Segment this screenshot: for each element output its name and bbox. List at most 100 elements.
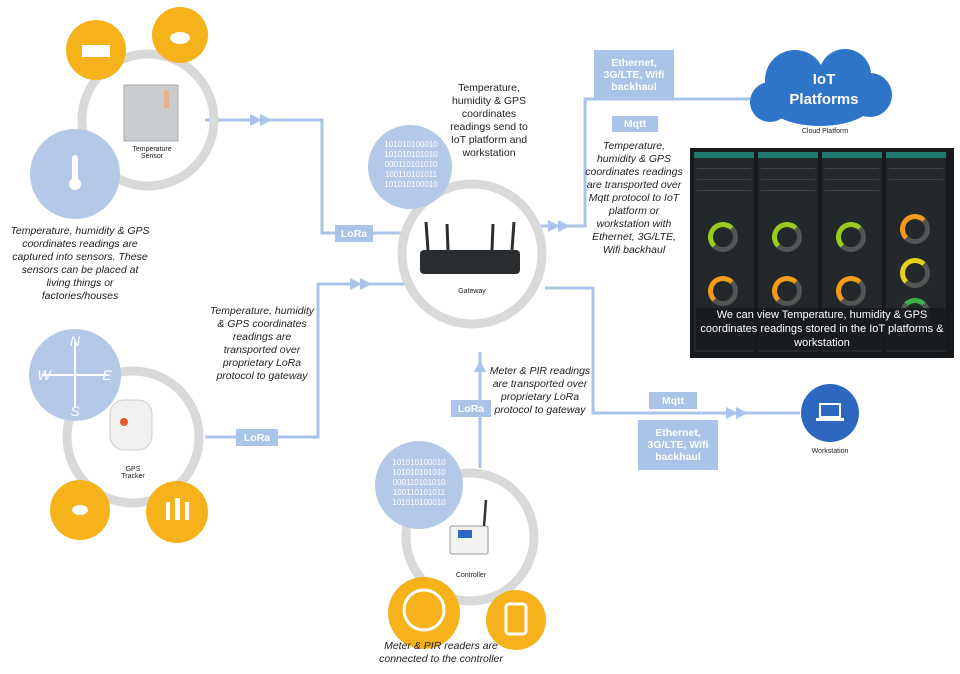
pir-sensor-icon xyxy=(486,590,546,650)
meter-icon xyxy=(388,577,460,649)
laptop-icon-base xyxy=(816,418,844,421)
binary-line: 000110101010 xyxy=(392,478,446,487)
arrow-workstation xyxy=(726,407,738,419)
ring-controller xyxy=(401,468,539,606)
animal-icon-shape xyxy=(170,32,190,44)
note-mqtt-transport: Temperature, humidity & GPS coordinates … xyxy=(585,140,683,256)
binary-line: 100110101011 xyxy=(384,170,438,179)
binary-line: 101010101010 xyxy=(384,150,438,159)
gps-tracker-label: GPS Tracker xyxy=(121,466,145,480)
binary-line: 100110101011 xyxy=(392,488,446,497)
backhaul-tag-bottom: Ethernet, 3G/LTE, Wifi backhaul xyxy=(638,420,718,470)
cat-icon-shape xyxy=(72,505,88,515)
binary-line: 101010100010 xyxy=(384,140,438,149)
temperature-gauge xyxy=(772,276,802,306)
iot-platforms-line1: IoT xyxy=(812,71,836,88)
pir-sensor-icon-shape xyxy=(504,602,528,636)
sensor-led-strip xyxy=(164,90,169,108)
router-antenna-4 xyxy=(510,221,516,251)
binary-line: 101010100010 xyxy=(392,458,446,467)
note-tracker-to-gateway: Temperature, humidity & GPS coordinates … xyxy=(209,305,315,382)
panel-row xyxy=(889,161,943,169)
ring-tracker xyxy=(62,366,204,508)
controller-antenna xyxy=(482,499,488,527)
people-icon-shape-1 xyxy=(166,502,170,520)
mqtt-tag-bottom: Mqtt xyxy=(649,392,697,409)
panel-row xyxy=(697,183,751,191)
temperature-gauge xyxy=(708,276,738,306)
temperature-gauge xyxy=(900,214,930,244)
controller-logo xyxy=(458,530,472,538)
humidity-gauge xyxy=(900,258,930,288)
panel-row xyxy=(889,172,943,180)
router-antenna-3 xyxy=(490,223,495,251)
arrowheads xyxy=(250,114,748,419)
binary-circle-gateway xyxy=(368,125,452,209)
people-icon-shape-3 xyxy=(185,502,189,520)
workstation-circle xyxy=(801,384,859,442)
ring-sensor xyxy=(77,49,219,191)
workstation-label: Workstation xyxy=(811,448,849,455)
cloud-part-4 xyxy=(848,73,892,117)
orange-icon-circles xyxy=(50,7,546,650)
arrow-cloud xyxy=(548,220,560,232)
iot-platforms-title: IoT Platforms xyxy=(776,70,872,110)
gps-tracker-device xyxy=(109,399,153,451)
compass-s: S xyxy=(70,403,80,419)
controller-device-icon xyxy=(449,499,489,555)
router-body xyxy=(420,250,520,274)
temperature-sensor-label: Temperature Sensor xyxy=(132,146,172,160)
cloud-platform-icon xyxy=(750,49,892,126)
lora-tag-controller: LoRa xyxy=(451,400,491,417)
meter-icon-dial xyxy=(402,588,446,632)
cloud-part-5 xyxy=(750,82,790,122)
thermometer-icon-bulb xyxy=(69,178,81,190)
note-gateway-to-cloud: Temperature, humidity & GPS coordinates … xyxy=(450,82,528,159)
arrow-tracker xyxy=(350,278,362,290)
link-gateway-workstation xyxy=(545,286,800,415)
panel-row xyxy=(825,161,879,169)
binary-line: 101010101010 xyxy=(392,468,446,477)
note-meter-pir: Meter & PIR readings are transported ove… xyxy=(489,365,591,416)
router-antenna-1 xyxy=(424,221,430,251)
arrow-workstation-2 xyxy=(736,407,748,419)
voltage-gauge xyxy=(772,222,802,252)
binary-text-gateway: 101010100010 101010101010 000110101010 1… xyxy=(378,140,444,190)
laptop-icon xyxy=(819,403,841,418)
device-rings xyxy=(62,49,547,606)
lora-tag-tracker: LoRa xyxy=(236,429,278,446)
mqtt-tag-top: Mqtt xyxy=(612,116,658,132)
controller-label: Controller xyxy=(455,572,487,579)
backhaul-tag-top: Ethernet, 3G/LTE, Wifi backhaul xyxy=(594,50,674,100)
arrow-controller xyxy=(474,360,486,372)
voltage-gauge xyxy=(708,222,738,252)
arrow-tracker-2 xyxy=(360,278,372,290)
compass-n: N xyxy=(70,333,81,349)
thermometer-icon-stem xyxy=(72,155,78,181)
panel-row xyxy=(761,172,815,180)
ring-gateway xyxy=(397,179,547,329)
compass-e: E xyxy=(102,367,112,383)
binary-line: 101010100010 xyxy=(392,498,446,507)
note-sensors: Temperature, humidity & GPS coordinates … xyxy=(10,225,150,302)
panel-row xyxy=(697,161,751,169)
people-icon-shape-2 xyxy=(175,498,180,520)
gateway-label: Gateway xyxy=(458,288,486,295)
compass-w: W xyxy=(37,367,52,383)
iot-platforms-line2: Platforms xyxy=(789,91,859,108)
note-controller: Meter & PIR readers are connected to the… xyxy=(379,640,503,665)
binary-line: 000110101010 xyxy=(384,160,438,169)
arrow-sensor xyxy=(250,114,262,126)
voltage-gauge xyxy=(836,222,866,252)
router-icon xyxy=(420,221,520,274)
panel-row xyxy=(825,183,879,191)
panel-row xyxy=(825,172,879,180)
cloud-platform-label: Cloud Platform xyxy=(801,128,849,135)
router-antenna-2 xyxy=(445,223,450,251)
binary-text-controller: 101010100010 101010101010 000110101010 1… xyxy=(386,458,452,508)
panel-row xyxy=(761,161,815,169)
factory-icon-shape xyxy=(82,45,110,57)
panel-row xyxy=(761,183,815,191)
dashboard-caption: We can view Temperature, humidity & GPS … xyxy=(696,308,948,350)
